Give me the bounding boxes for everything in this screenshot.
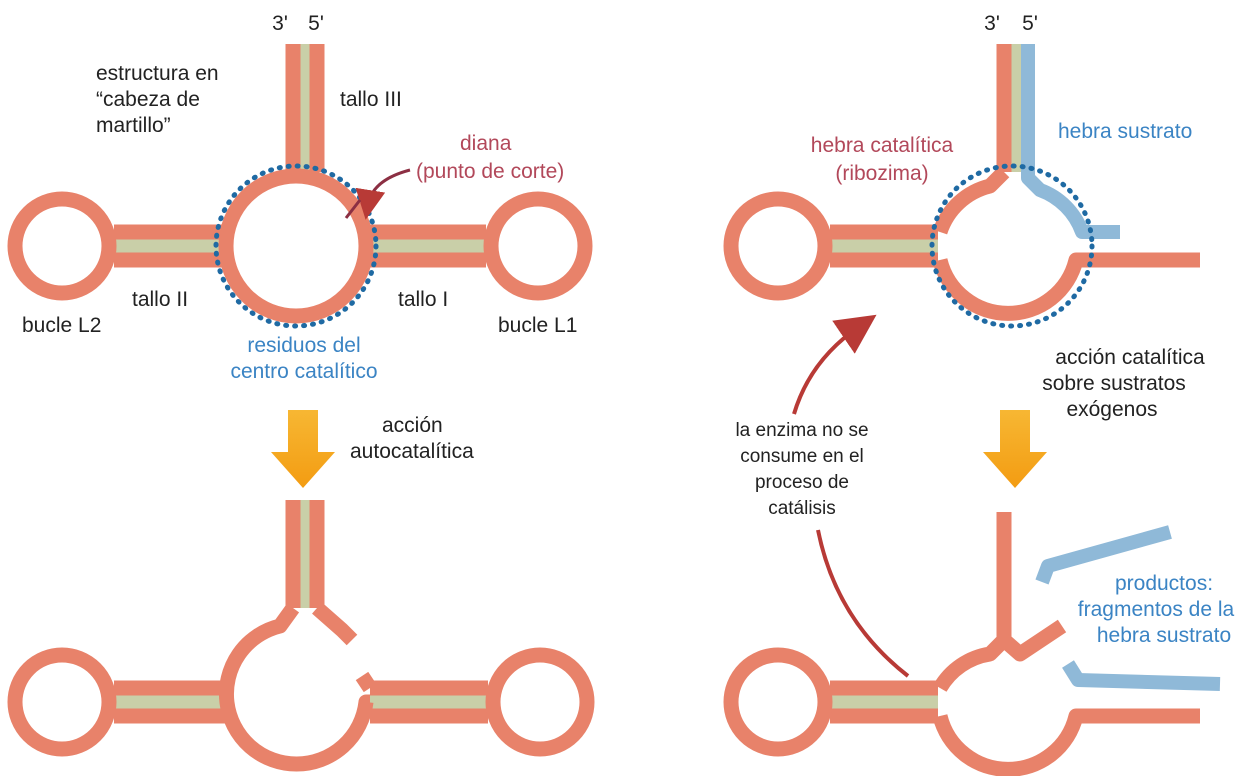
loop-l1 [483,191,593,301]
right-action-1: acción catalítica [1055,346,1205,369]
stem-ii-label: tallo II [132,288,188,311]
left-action-2: autocatalítica [350,440,474,463]
catalytic-arrow [983,410,1047,488]
top-left-hammerhead [7,44,593,329]
stem-i-label: tallo I [398,288,448,311]
products-label-3: hebra sustrato [1097,624,1231,647]
product-fragment-2 [1062,660,1221,691]
target-label-2: (punto de corte) [416,160,564,183]
catalytic-label-2: centro catalítico [230,360,377,383]
recycle-arrow-up [792,314,877,415]
catalytic-strand-label-2: (ribozima) [835,162,928,185]
cleaved-core [219,603,374,772]
right-action-2: sobre sustratos [1042,372,1186,395]
stem-iii-label: tallo III [340,88,402,111]
right-action-3: exógenos [1066,398,1157,421]
structure-label-1: estructura en [96,62,219,85]
loop-l2 [7,191,117,301]
bottom-left-cleaved [7,500,595,772]
catalytic-residues-dots [213,163,379,329]
bottom-right-ribozyme [723,512,1221,776]
substrate-strand-label: hebra sustrato [1058,120,1192,143]
enzyme-note-3: proceso de [755,472,849,493]
autocatalytic-arrow [271,410,335,488]
products-label-1: productos: [1115,572,1213,595]
top-right-ribozyme [723,44,1200,329]
structure-label-3: martillo” [96,114,171,137]
products-label-2: fragmentos de la [1078,598,1235,621]
loop-l1-label: bucle L1 [498,314,577,337]
target-label-1: diana [460,132,512,155]
enzyme-note-1: la enzima no se [735,420,868,441]
structure-label-2: “cabeza de [96,88,200,111]
recycle-arrow-tail [816,529,910,678]
product-fragment-1 [1035,525,1172,585]
enzyme-note-2: consume en el [740,446,864,467]
target-arrow [355,168,411,220]
loop-l2-label: bucle L2 [22,314,101,337]
substrate-strand-upper [1021,44,1120,239]
catalytic-core [218,168,374,324]
left-end-3: 3' [272,12,288,35]
catalytic-residues-dots-right [929,163,1095,329]
ribozyme-core [932,166,1200,321]
cut-mark [344,199,362,219]
right-end-3: 3' [984,12,1000,35]
catalytic-strand-label-1: hebra catalítica [811,134,954,157]
left-end-5: 5' [308,12,324,35]
right-end-5: 5' [1022,12,1038,35]
enzyme-note-4: catálisis [768,498,836,519]
left-action-1: acción [382,414,443,437]
catalytic-label-1: residuos del [247,334,360,357]
